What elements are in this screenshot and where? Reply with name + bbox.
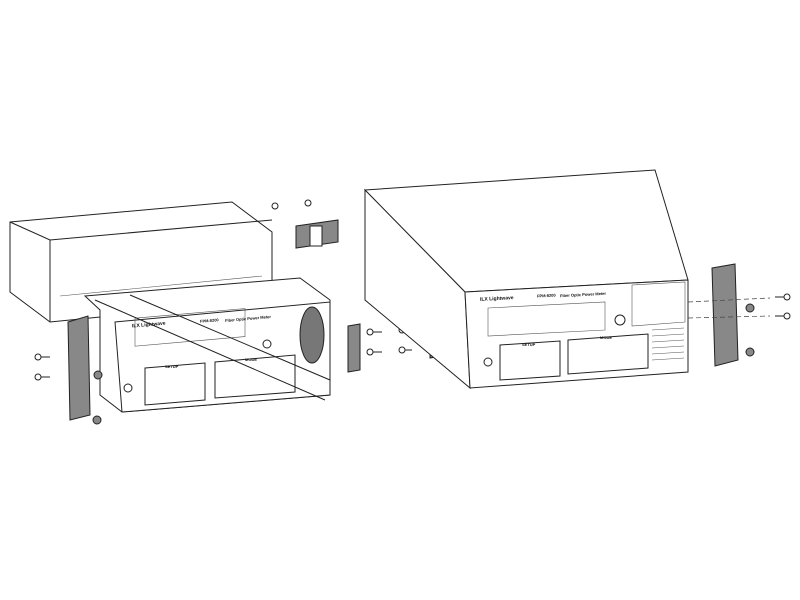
handle-clip-top (271, 199, 339, 249)
right-unit (363, 169, 689, 390)
right-setup-label: SETUP (522, 342, 536, 347)
right-rack-bracket (687, 263, 791, 367)
left-setup-label: SETUP (165, 364, 179, 369)
left-rack-bracket (67, 315, 91, 421)
right-model-label: FPM-8200 (536, 292, 556, 299)
right-mode-label: MODE (600, 335, 612, 340)
left-unit-chassis (83, 277, 331, 413)
left-mode-label: MODE (245, 357, 257, 362)
left-bracket-screws (34, 353, 103, 425)
